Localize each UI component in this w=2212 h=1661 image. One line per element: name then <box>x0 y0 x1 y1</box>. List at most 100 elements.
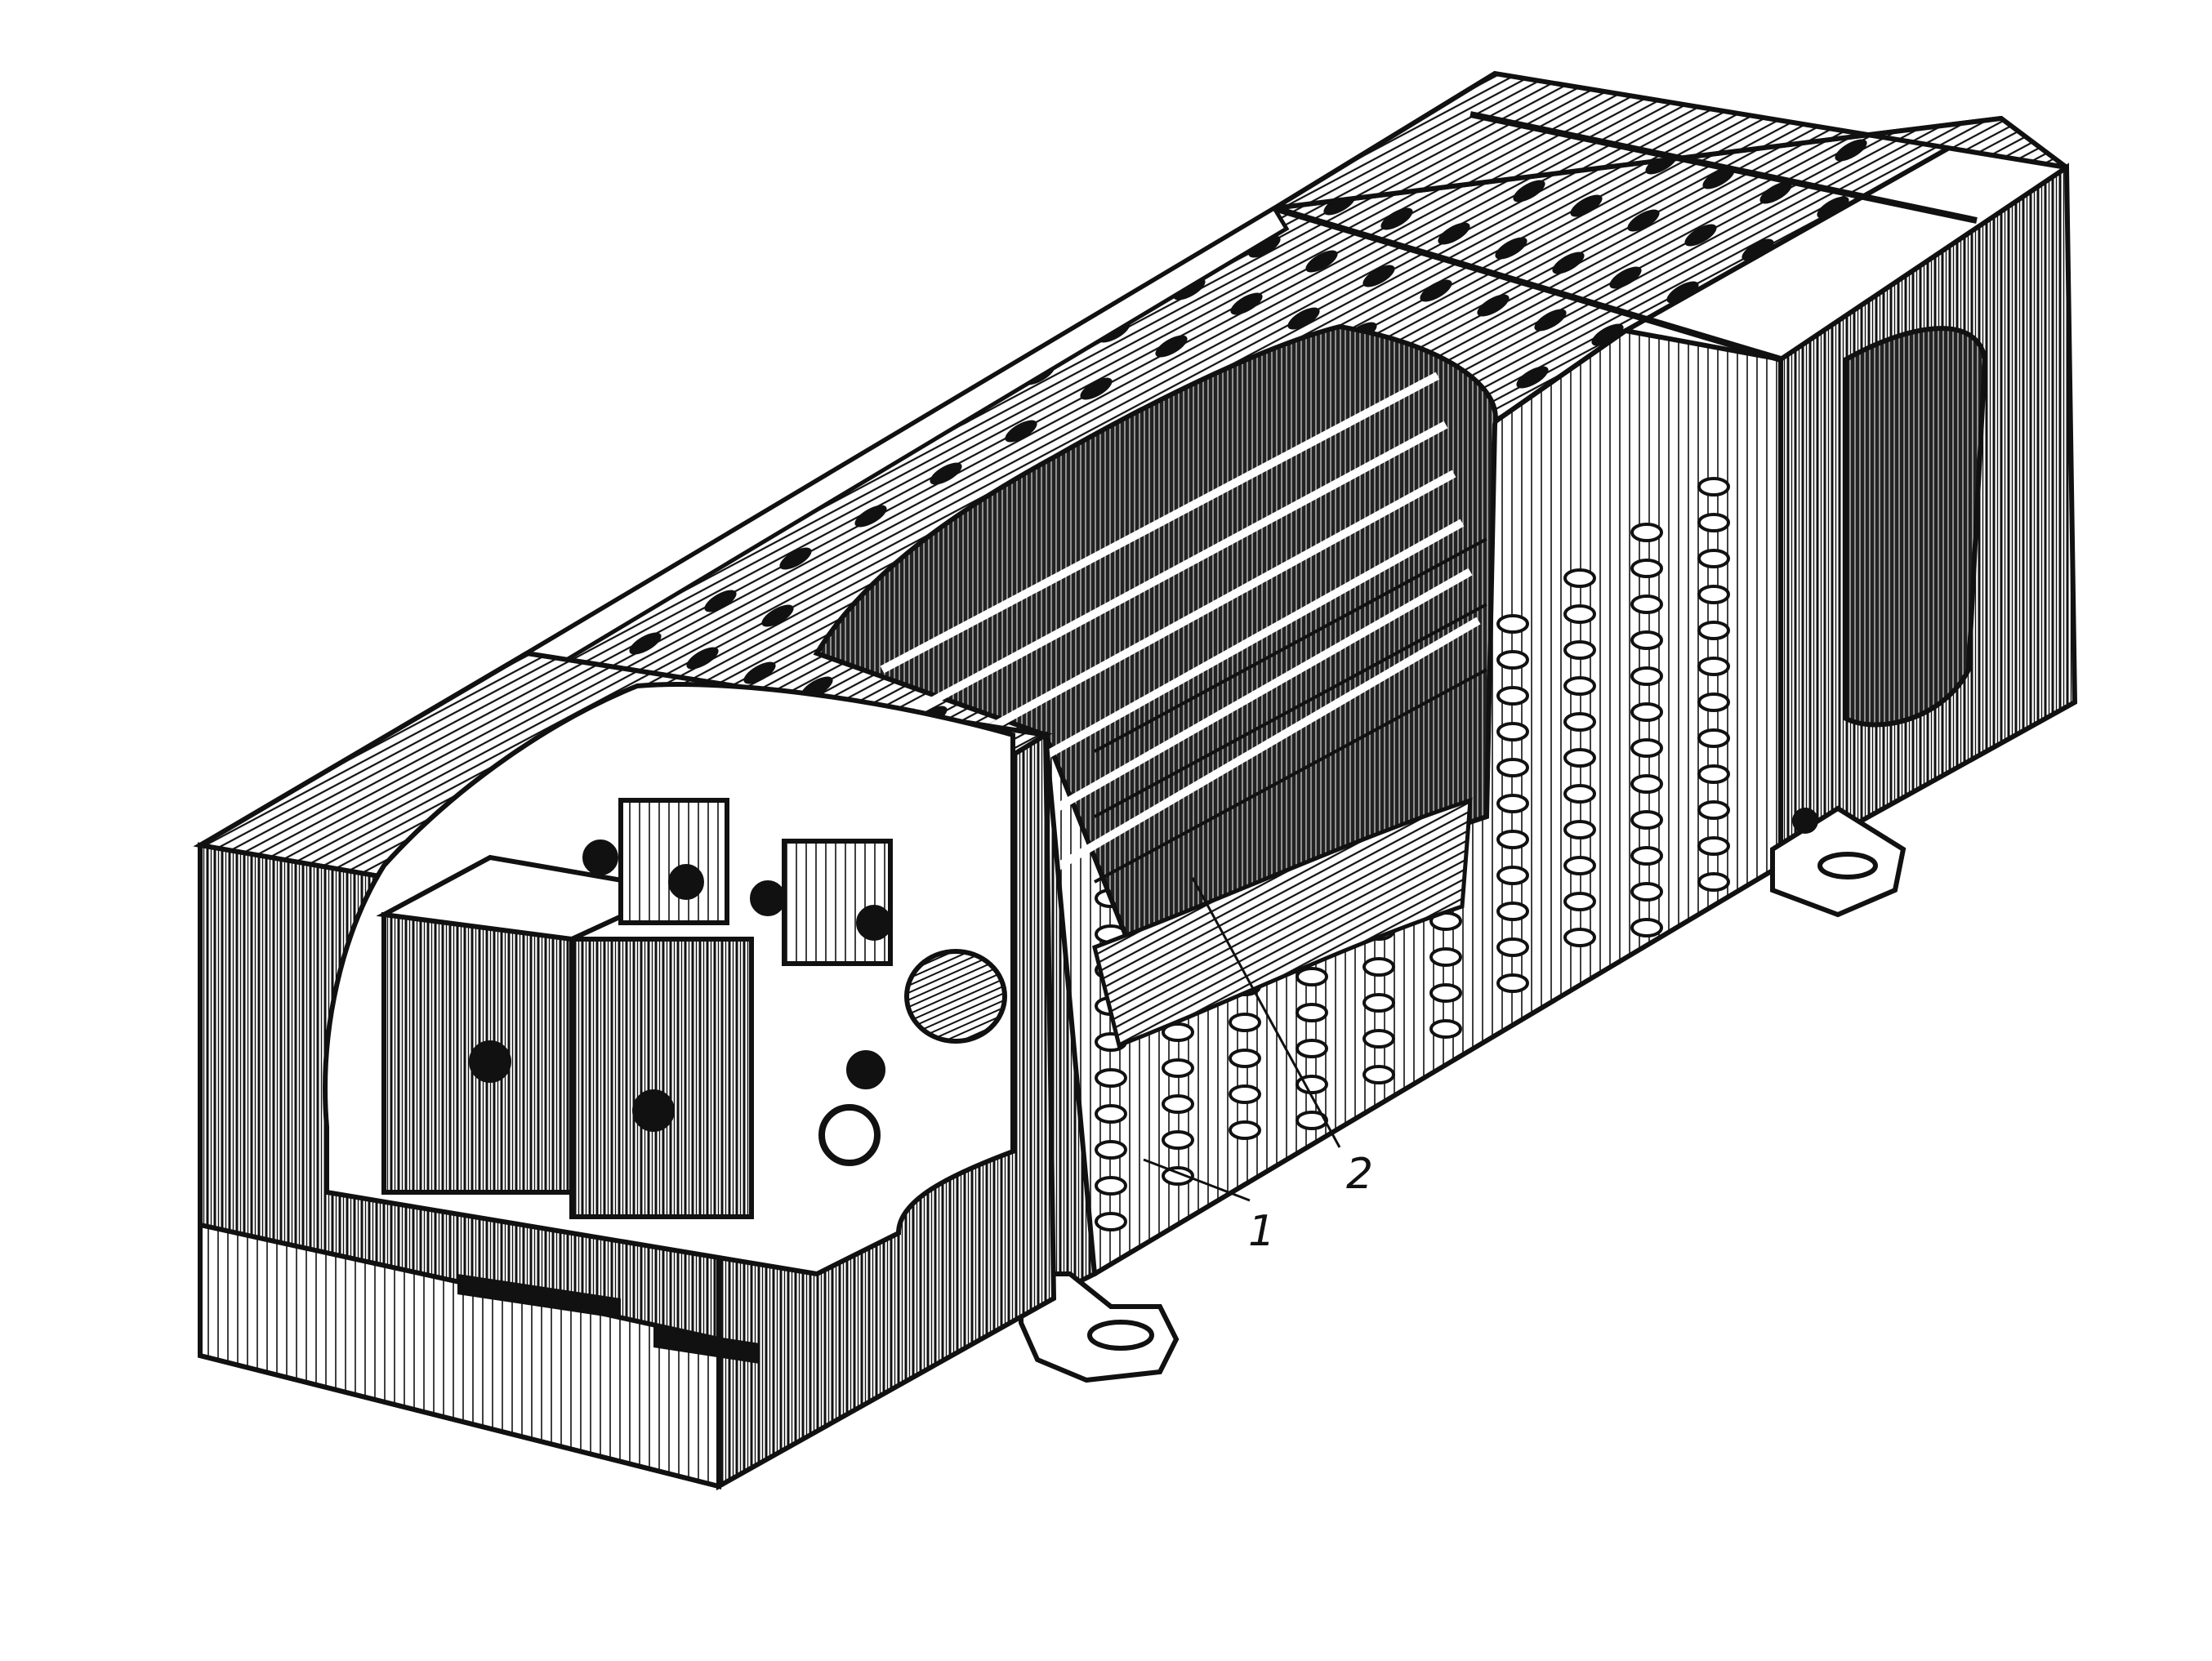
side-vent-slot <box>1429 1019 1462 1039</box>
vent-slot <box>1477 294 1510 317</box>
side-vent-slot <box>1296 1111 1328 1130</box>
side-vent-slot <box>1095 1068 1127 1088</box>
side-vent-slot <box>1162 1094 1194 1114</box>
side-vent-slot <box>1496 830 1529 849</box>
side-vent-slot <box>1630 846 1663 866</box>
side-vent-slot <box>1095 1104 1127 1124</box>
side-vent-slot <box>1697 477 1730 497</box>
side-vent-slot <box>1563 784 1596 804</box>
vent-slot <box>1552 252 1585 274</box>
side-vent-slot <box>1095 1140 1127 1160</box>
side-vent-slot <box>1697 728 1730 748</box>
vent-slot <box>686 647 719 670</box>
vent-slot <box>1248 235 1281 258</box>
svg-text:1: 1 <box>1248 1207 1275 1256</box>
side-vent-slot <box>1229 1084 1261 1104</box>
vent-slot <box>1591 323 1624 346</box>
vent-slot <box>1230 292 1263 315</box>
side-vent-slot <box>1296 1039 1328 1058</box>
vent-slot <box>1287 307 1320 330</box>
side-vent-slot <box>1563 640 1596 660</box>
side-vent-slot <box>1563 928 1596 947</box>
callout-leaders <box>1143 877 1341 1202</box>
resistor-rod <box>912 421 1448 715</box>
side-vent-slot <box>1697 764 1730 784</box>
side-vent-slot <box>1496 650 1529 670</box>
vent-slot <box>1420 279 1452 302</box>
vent-slot <box>1438 222 1470 245</box>
side-vent-slot <box>1630 918 1663 937</box>
vent-slot <box>761 604 794 627</box>
side-vent-slot <box>1362 957 1395 977</box>
vent-slot <box>1005 420 1037 443</box>
side-vent-slot <box>1229 1120 1261 1140</box>
side-vent-slot <box>1496 902 1529 921</box>
side-vent-slot <box>1697 657 1730 676</box>
side-vent-slot <box>1229 1013 1261 1032</box>
side-vent-slot <box>1162 1130 1194 1150</box>
vent-slot <box>629 632 662 655</box>
vent-slot <box>1666 281 1699 304</box>
side-vent-slot <box>1697 872 1730 892</box>
vent-slot <box>1684 224 1717 247</box>
side-vent-slot <box>1630 559 1663 578</box>
side-vent-slot <box>1697 513 1730 532</box>
vent-slot <box>854 505 887 528</box>
side-vent-slot <box>1563 712 1596 732</box>
front-mounting-foot <box>1019 1271 1180 1383</box>
side-vent-slot <box>1095 1176 1127 1196</box>
side-vent-slot <box>1697 585 1730 604</box>
side-vent-slot <box>1697 621 1730 640</box>
rear-mounting-foot <box>1770 805 1907 918</box>
side-vent-slot <box>1496 686 1529 706</box>
vent-slot <box>1305 250 1338 273</box>
vent-slot <box>1609 266 1642 289</box>
vent-slot <box>1516 366 1549 389</box>
side-vent-slot <box>1630 810 1663 830</box>
vent-slot <box>1742 238 1774 261</box>
vent-slot <box>1080 377 1113 400</box>
side-vent-slot <box>1630 702 1663 722</box>
side-vent-slot <box>1630 738 1663 758</box>
vent-slot <box>1759 181 1792 204</box>
vent-slot <box>930 462 962 485</box>
side-vent-slot <box>1697 836 1730 856</box>
callout-1: 1 <box>1248 1207 1275 1256</box>
vent-slot <box>1627 209 1660 232</box>
resistor-rod <box>945 470 1456 755</box>
resistor-rod <box>978 519 1465 796</box>
side-vent-slot <box>1362 1065 1395 1084</box>
side-vent-slot <box>1496 937 1529 957</box>
side-vent-slot <box>1630 666 1663 686</box>
side-vent-slot <box>1496 614 1529 634</box>
vent-slot <box>743 661 776 684</box>
side-vent-slot <box>1162 1058 1194 1078</box>
vent-slot <box>1534 309 1567 332</box>
vent-slot <box>1817 196 1849 219</box>
vent-slot <box>1362 265 1395 287</box>
side-vent-slot <box>1296 1075 1328 1094</box>
side-vent-slot <box>1630 523 1663 542</box>
side-vent-slot <box>1095 1212 1127 1231</box>
resistor-rod <box>880 372 1440 674</box>
vent-slot <box>1513 180 1545 203</box>
side-vent-slot <box>1697 549 1730 568</box>
resistor-rod <box>1043 617 1481 878</box>
side-vent-slot <box>1429 947 1462 967</box>
side-vent-slot <box>1496 758 1529 777</box>
rear-end-cap <box>1273 70 2078 871</box>
vent-slot <box>1835 139 1867 162</box>
side-vent-slot <box>1563 892 1596 911</box>
side-vent-slot <box>1496 866 1529 885</box>
side-vent-slot <box>1162 1022 1194 1042</box>
side-vent-slot <box>1563 604 1596 624</box>
vent-slot <box>1155 335 1188 358</box>
side-vent-slot <box>1362 1029 1395 1049</box>
side-vent-slot <box>1563 820 1596 839</box>
internal-resistor-bank <box>813 323 1498 1049</box>
side-vent-slot <box>1429 983 1462 1003</box>
side-vent-slot <box>1630 594 1663 614</box>
side-vent-slot <box>1496 794 1529 813</box>
side-vent-slot <box>1229 1049 1261 1068</box>
